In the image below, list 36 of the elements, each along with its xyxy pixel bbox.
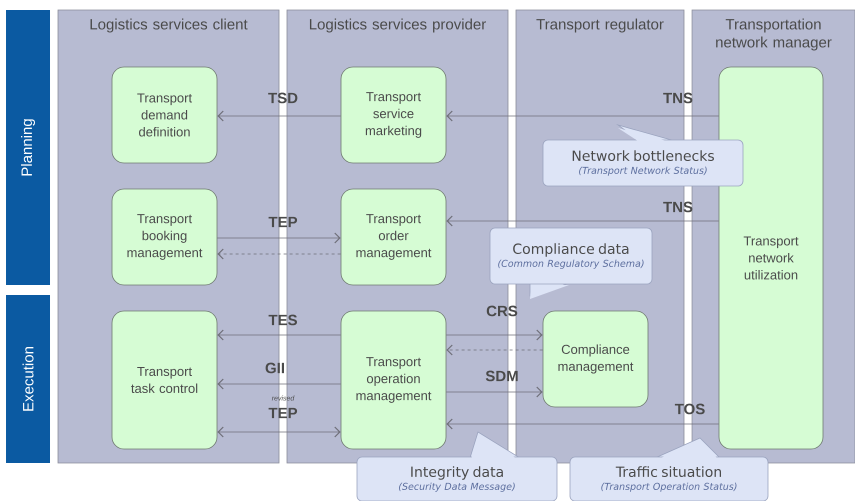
phase-band: Execution	[6, 295, 50, 463]
process-box: Compliance management	[542, 310, 648, 408]
process-box: Transport demand definition	[112, 66, 218, 164]
arrow	[446, 110, 719, 122]
arrow	[217, 110, 341, 122]
arrow	[446, 344, 543, 356]
arrow	[217, 426, 341, 438]
callout-bubble: Integrity data (Security Data Message)	[356, 431, 558, 501]
process-box: Transport service marketing	[340, 66, 446, 164]
arrow	[217, 232, 341, 244]
arrow	[446, 386, 543, 398]
edge-label: TNS	[663, 92, 692, 104]
phase-band: Planning	[6, 10, 50, 285]
edge-label: TEP	[268, 216, 298, 228]
edge-label: TEP	[268, 408, 298, 418]
callout-bubble: Network bottlenecks (Transport Network Status)	[542, 124, 744, 186]
process-box: Transport booking management	[112, 188, 218, 286]
callout-bubble: Traffic situation (Transport Operation Status)	[570, 438, 768, 501]
edge-label: GII	[266, 362, 284, 374]
edge-label: SDM	[486, 370, 518, 382]
edge-label: TOS	[674, 404, 705, 414]
callout-bubble: Compliance data (Common Regulatory Schema)	[490, 228, 652, 299]
process-box: Transport task control	[112, 310, 218, 450]
edge-label: TSD	[268, 92, 298, 104]
edge-label: TES	[268, 314, 297, 326]
arrow	[217, 248, 341, 260]
edge-label: TNS	[663, 202, 692, 212]
arrow	[217, 378, 341, 390]
process-box: Transport operation management	[340, 310, 446, 450]
arrow	[446, 418, 719, 430]
arrow	[217, 330, 341, 340]
edge-label: CRS	[486, 306, 518, 316]
process-box: Transport order management	[340, 188, 446, 286]
process-box: Transport network utilization	[718, 66, 824, 450]
arrow	[446, 216, 719, 226]
arrow	[446, 330, 543, 340]
